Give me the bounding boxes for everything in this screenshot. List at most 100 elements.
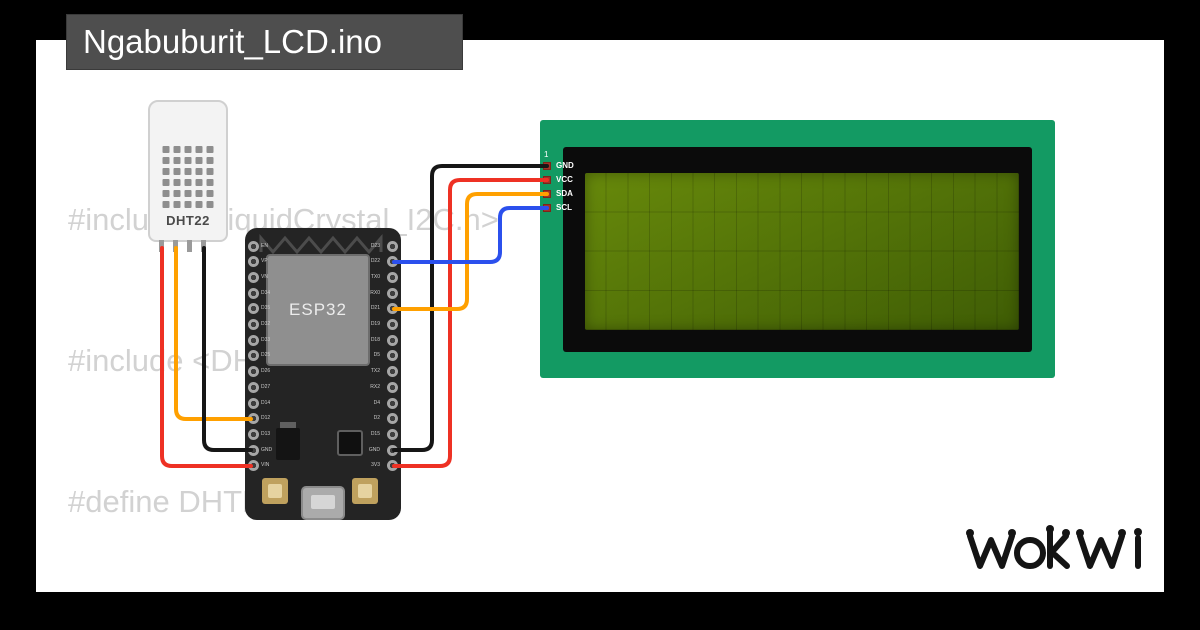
esp32-pin-d18[interactable]: [386, 334, 398, 346]
dht22-vent-hole: [206, 190, 214, 197]
esp32-pin-label: GND: [368, 446, 380, 453]
esp32-pin-label: D22: [370, 258, 380, 265]
dht22-sensor[interactable]: DHT22: [148, 100, 228, 252]
dht22-pin-nc[interactable]: [187, 240, 192, 252]
esp32-pin-label: D34: [261, 289, 271, 296]
lcd-pin-index-label: 1: [544, 150, 549, 159]
dht22-vent-hole: [184, 190, 192, 197]
esp32-pin-vp[interactable]: [247, 256, 259, 268]
dht22-vent-hole: [162, 179, 170, 186]
esp32-pin-rx0[interactable]: [386, 287, 398, 299]
esp32-pin-vn[interactable]: [247, 271, 259, 283]
dht22-vent-hole: [206, 157, 214, 164]
dht22-vent-hole: [206, 179, 214, 186]
wokwi-logo: [962, 518, 1154, 581]
esp32-pin-d27[interactable]: [247, 381, 259, 393]
esp32-pin-gnd[interactable]: [386, 444, 398, 456]
esp32-pin-label: D27: [261, 383, 271, 390]
esp32-pin-label: D25: [261, 352, 271, 359]
usb-connector: [301, 486, 345, 520]
esp32-pin-label: VN: [261, 273, 268, 280]
esp32-pin-label: RX0: [370, 289, 380, 296]
en-button[interactable]: [262, 478, 288, 504]
esp32-pin-d21[interactable]: [386, 303, 398, 315]
dht22-vent-hole: [195, 157, 203, 164]
esp32-pin-d25[interactable]: [247, 350, 259, 362]
esp32-pin-label: 3V3: [371, 462, 380, 469]
dht22-vent-hole: [184, 179, 192, 186]
lcd-pin-gnd[interactable]: [543, 162, 551, 170]
esp32-pin-rx2[interactable]: [386, 381, 398, 393]
dht22-vent-grid: [162, 146, 214, 208]
esp32-pin-label: D18: [370, 336, 380, 343]
sketch-title-box: Ngabuburit_LCD.ino: [66, 14, 463, 70]
esp32-pin-d23[interactable]: [386, 240, 398, 252]
esp32-pin-3v3[interactable]: [386, 460, 398, 472]
esp32-pin-label: TX2: [370, 368, 380, 375]
lcd-pin-sda[interactable]: [543, 190, 551, 198]
esp32-pin-label: RX2: [370, 383, 380, 390]
dht22-vent-hole: [173, 201, 181, 208]
dht22-vent-hole: [162, 146, 170, 153]
esp32-pin-d35[interactable]: [247, 303, 259, 315]
esp32-pin-d32[interactable]: [247, 319, 259, 331]
esp32-pin-d15[interactable]: [386, 429, 398, 441]
lcd-pin-scl[interactable]: [543, 204, 551, 212]
esp32-pin-d26[interactable]: [247, 366, 259, 378]
lcd-screen: [585, 173, 1019, 330]
esp32-pin-label: D21: [370, 305, 380, 312]
esp32-pin-d19[interactable]: [386, 319, 398, 331]
esp32-pin-gnd[interactable]: [247, 444, 259, 456]
esp32-pin-d14[interactable]: [247, 397, 259, 409]
esp32-pin-d22[interactable]: [386, 256, 398, 268]
esp32-pin-d34[interactable]: [247, 287, 259, 299]
dht22-vent-hole: [162, 157, 170, 164]
voltage-regulator: [276, 428, 300, 460]
dht22-vent-hole: [162, 201, 170, 208]
esp32-pin-label: D32: [261, 321, 271, 328]
lcd-pin-vcc[interactable]: [543, 176, 551, 184]
usb-uart-chip: [337, 430, 363, 456]
dht22-vent-hole: [173, 157, 181, 164]
voltage-regulator-tab: [280, 422, 296, 430]
dht22-vent-hole: [173, 190, 181, 197]
esp32-pin-label: D12: [261, 415, 271, 422]
esp32-pin-label: D13: [261, 431, 271, 438]
sketch-title: Ngabuburit_LCD.ino: [83, 23, 383, 60]
esp32-shield-module: ESP32: [266, 254, 370, 366]
esp32-pin-label: D5: [373, 352, 380, 359]
esp32-antenna: [259, 233, 383, 255]
lcd2004-display[interactable]: 1 GND VCC SDA SCL: [540, 120, 1055, 378]
dht22-vent-hole: [206, 168, 214, 175]
esp32-pin-d2[interactable]: [386, 413, 398, 425]
dht22-vent-hole: [195, 168, 203, 175]
dht22-vent-hole: [184, 201, 192, 208]
esp32-pin-tx2[interactable]: [386, 366, 398, 378]
lcd-bezel: [563, 147, 1032, 352]
dht22-vent-hole: [184, 157, 192, 164]
esp32-pin-d33[interactable]: [247, 334, 259, 346]
esp32-pin-d5[interactable]: [386, 350, 398, 362]
esp32-pin-label: D26: [261, 368, 271, 375]
lcd-pin-label-sda: SDA: [556, 189, 573, 198]
dht22-pin-gnd[interactable]: [201, 240, 206, 252]
boot-button[interactable]: [352, 478, 378, 504]
esp32-pin-label: TX0: [370, 273, 380, 280]
dht22-vent-hole: [173, 168, 181, 175]
esp32-pin-d12[interactable]: [247, 413, 259, 425]
dht22-vent-hole: [173, 179, 181, 186]
esp32-pin-label: D15: [370, 431, 380, 438]
esp32-pin-d4[interactable]: [386, 397, 398, 409]
esp32-pin-label: D4: [373, 399, 380, 406]
esp32-pin-vin[interactable]: [247, 460, 259, 472]
dht22-pin-vcc[interactable]: [159, 240, 164, 252]
esp32-pin-en[interactable]: [247, 240, 259, 252]
dht22-pin-sda[interactable]: [173, 240, 178, 252]
esp32-pin-tx0[interactable]: [386, 271, 398, 283]
esp32-pin-d13[interactable]: [247, 429, 259, 441]
dht22-vent-hole: [162, 168, 170, 175]
code-line: #define DHTTYPE DHT22: [68, 619, 526, 630]
dht22-vent-hole: [206, 201, 214, 208]
